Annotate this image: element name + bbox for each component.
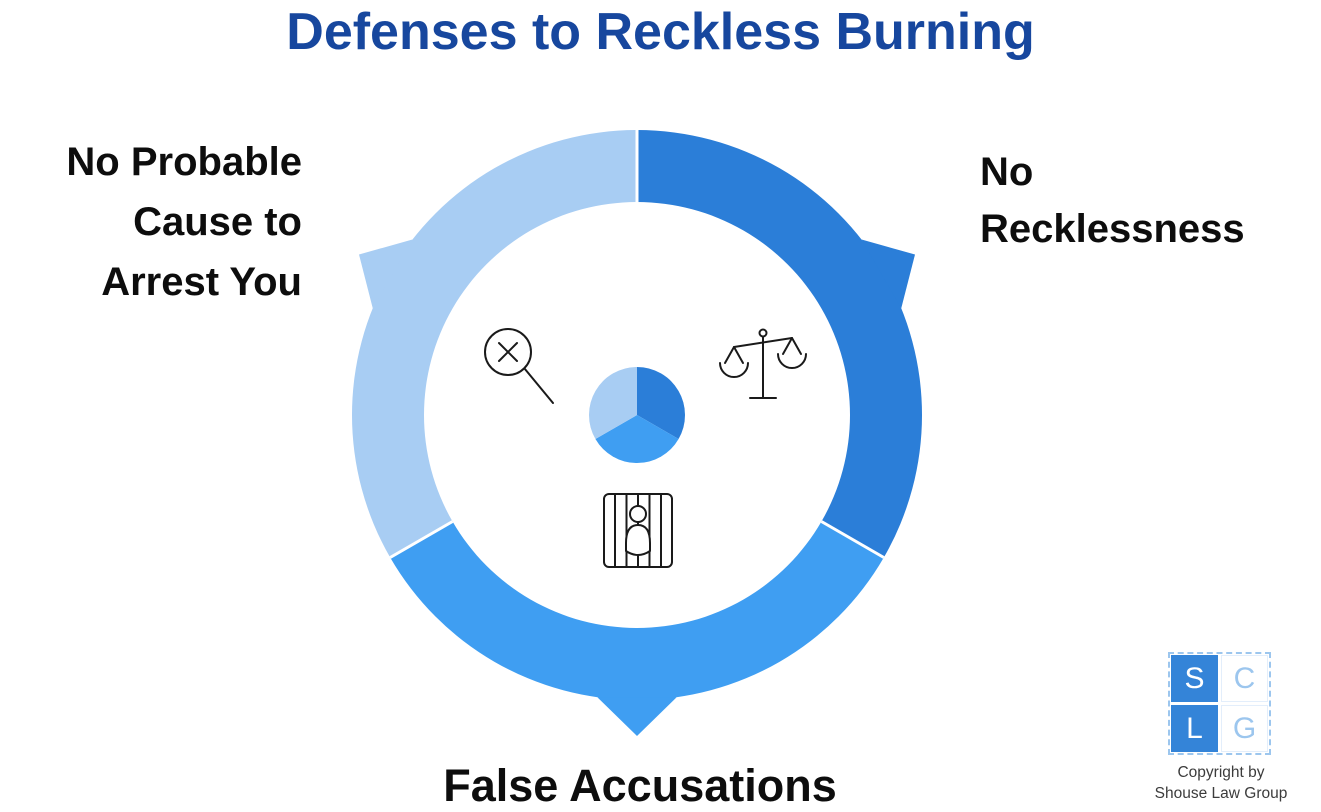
arrow-right-icon xyxy=(861,239,915,309)
label-line: No Probable xyxy=(66,140,302,184)
center-pie xyxy=(588,367,686,464)
magnifier-x-icon xyxy=(484,328,554,404)
donut-segment-right xyxy=(637,130,923,558)
label-no-recklessness: No Recklessness xyxy=(980,144,1320,258)
donut-segment-bottom xyxy=(390,521,884,701)
label-line: Arrest You xyxy=(101,260,302,304)
segment-divider xyxy=(820,520,885,559)
label-line: Recklessness xyxy=(980,207,1245,251)
label-false-accusations: False Accusations xyxy=(443,760,837,811)
segment-divider xyxy=(389,520,454,559)
label-no-probable-cause: No Probable Cause to Arrest You xyxy=(0,132,302,312)
logo-grid: S C L G xyxy=(1168,652,1271,755)
copyright-line: Shouse Law Group xyxy=(1154,784,1288,802)
scales-icon xyxy=(719,328,807,399)
copyright-text: Copyright by Shouse Law Group xyxy=(1136,763,1306,805)
sclg-logo: S C L G Copyright by Shouse Law Group xyxy=(1155,652,1287,805)
logo-letter-c: C xyxy=(1221,655,1268,702)
label-line: No xyxy=(980,150,1034,194)
logo-letter-s: S xyxy=(1171,655,1218,702)
arrow-left-icon xyxy=(359,239,413,309)
donut-segment-left xyxy=(351,130,637,558)
jail-icon xyxy=(603,493,673,568)
arrow-bottom-icon xyxy=(597,697,677,736)
logo-letter-g: G xyxy=(1221,705,1268,752)
logo-letter-l: L xyxy=(1171,705,1218,752)
label-line: Cause to xyxy=(133,200,302,244)
copyright-line: Copyright by xyxy=(1177,764,1265,781)
page-title: Defenses to Reckless Burning xyxy=(286,3,1035,61)
